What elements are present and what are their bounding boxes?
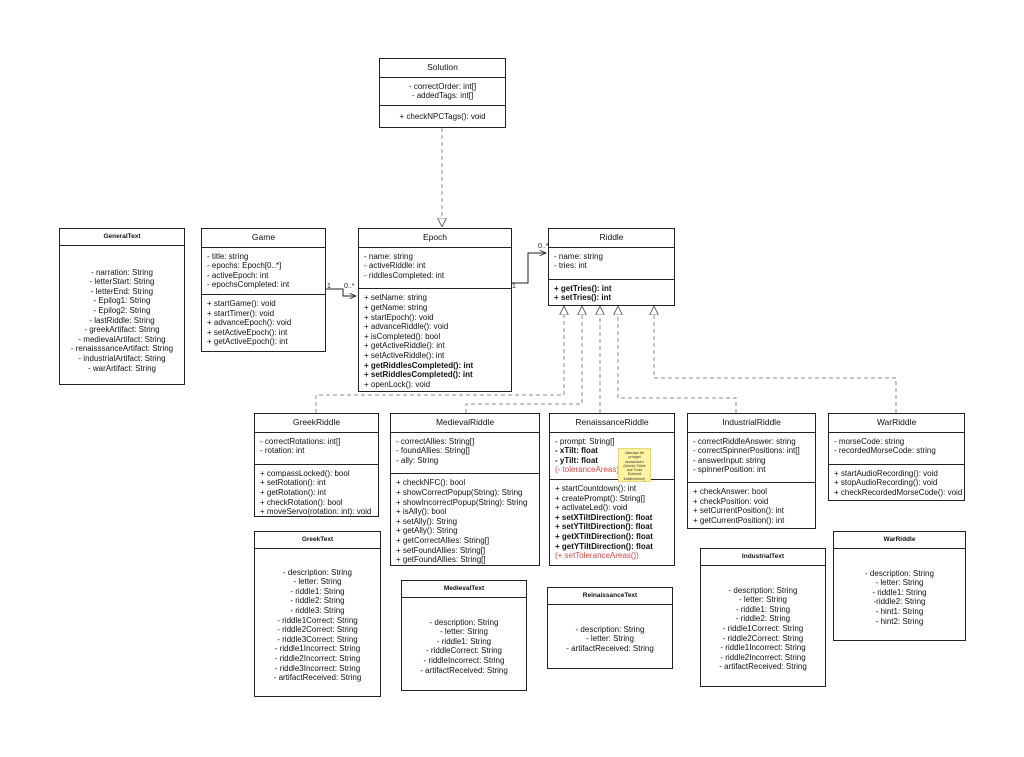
industrial-riddle-inheritance	[618, 307, 737, 413]
class-greek-riddle[interactable]: GreekRiddle - correctRotations: int[] - …	[254, 413, 379, 517]
text-renaissance[interactable]: ReinaissanceText - description: String -…	[547, 587, 673, 669]
methods: + getTries(): int + setTries(): int	[554, 283, 612, 303]
text-fields: - description: String - letter: String -…	[865, 568, 934, 626]
class-riddle[interactable]: Riddle - name: string - tries: int + get…	[548, 228, 675, 306]
text-fields: - narration: String - letterStart: Strin…	[70, 267, 174, 373]
class-name: GreekRiddle	[255, 414, 378, 433]
text-fields: - description: String - letter: String -…	[719, 585, 807, 672]
methods: + compassLocked(): bool + setRotation():…	[260, 468, 372, 517]
class-medieval-riddle[interactable]: MedievalRiddle - correctAllies: String[]…	[390, 413, 540, 566]
class-name: Epoch	[359, 229, 511, 248]
attributes: - correctAllies: String[] - foundAllies:…	[391, 433, 539, 475]
methods: + checkNFC(): bool + showCorrectPopup(St…	[396, 478, 528, 565]
text-general[interactable]: GeneralText - narration: String - letter…	[59, 228, 185, 385]
text-name: WarRiddle	[834, 532, 965, 549]
class-game[interactable]: Game - title: string - epochs: Epoch[0..…	[201, 228, 326, 352]
attributes: - correctRiddleAnswer: string - correctS…	[688, 433, 815, 483]
class-name: MedievalRiddle	[391, 414, 539, 433]
text-war[interactable]: WarRiddle - description: String - letter…	[833, 531, 966, 641]
text-fields: - description: String - letter: String -…	[273, 567, 362, 683]
text-name: MedievalText	[402, 581, 526, 598]
epoch-riddle-association	[512, 253, 546, 284]
text-name: IndustrialText	[701, 549, 825, 566]
text-name: GreekText	[255, 532, 380, 549]
text-industrial[interactable]: IndustrialText - description: String - l…	[700, 548, 826, 687]
multiplicity-epoch: 0..*	[344, 283, 355, 290]
text-name: ReinaissanceText	[548, 588, 672, 605]
class-industrial-riddle[interactable]: IndustrialRiddle - correctRiddleAnswer: …	[687, 413, 816, 529]
game-epoch-association	[326, 288, 356, 296]
multiplicity-game: 1	[327, 283, 331, 290]
text-greek[interactable]: GreekText - description: String - letter…	[254, 531, 381, 697]
text-fields: - description: String - letter: String -…	[566, 624, 654, 653]
attributes: - name: string - tries: int	[549, 248, 674, 280]
methods: + setName: string + getName: string + st…	[364, 293, 474, 389]
methods: + checkNPCTags(): void	[399, 111, 486, 121]
war-riddle-inheritance	[654, 307, 897, 413]
attributes: - correctRotations: int[] - rotation: in…	[255, 433, 378, 465]
methods: + startCountdown(): int + createPrompt()…	[555, 483, 653, 561]
text-name: GeneralText	[60, 229, 184, 246]
sticky-note: Inkscape für proaget anwachsen (könnte S…	[618, 448, 651, 482]
attributes: - morseCode: string - recordedMorseCode:…	[829, 433, 964, 465]
text-medieval[interactable]: MedievalText - description: String - let…	[401, 580, 527, 691]
attributes: - correctOrder: int[] - addedTags: int[]	[380, 78, 505, 106]
multiplicity-riddle: 0..*	[538, 243, 549, 250]
methods: + startAudioRecording(): void + stopAudi…	[834, 468, 963, 497]
class-name: Game	[202, 229, 325, 248]
multiplicity-epoch-riddle: 1	[512, 283, 516, 290]
attributes: - name: string - activeRiddle: int - rid…	[359, 248, 511, 290]
methods: + startGame(): void + startTimer(): void…	[207, 298, 292, 347]
methods: + checkAnswer: bool + checkPosition: voi…	[693, 486, 785, 525]
attributes: - prompt: String[] - xTilt: float - yTil…	[550, 433, 674, 480]
class-name: RenaissanceRiddle	[550, 414, 674, 433]
class-name: WarRiddle	[829, 414, 964, 433]
class-name: Riddle	[549, 229, 674, 248]
attributes: - title: string - epochs: Epoch[0..*] - …	[202, 248, 325, 295]
class-renaissance-riddle[interactable]: RenaissanceRiddle - prompt: String[] - x…	[549, 413, 675, 566]
class-name: IndustrialRiddle	[688, 414, 815, 433]
class-epoch[interactable]: Epoch - name: string - activeRiddle: int…	[358, 228, 512, 392]
class-solution[interactable]: Solution - correctOrder: int[] - addedTa…	[379, 58, 506, 129]
class-name: Solution	[380, 59, 505, 78]
class-war-riddle[interactable]: WarRiddle - morseCode: string - recorded…	[828, 413, 965, 501]
text-fields: - description: String - letter: String -…	[420, 617, 508, 675]
